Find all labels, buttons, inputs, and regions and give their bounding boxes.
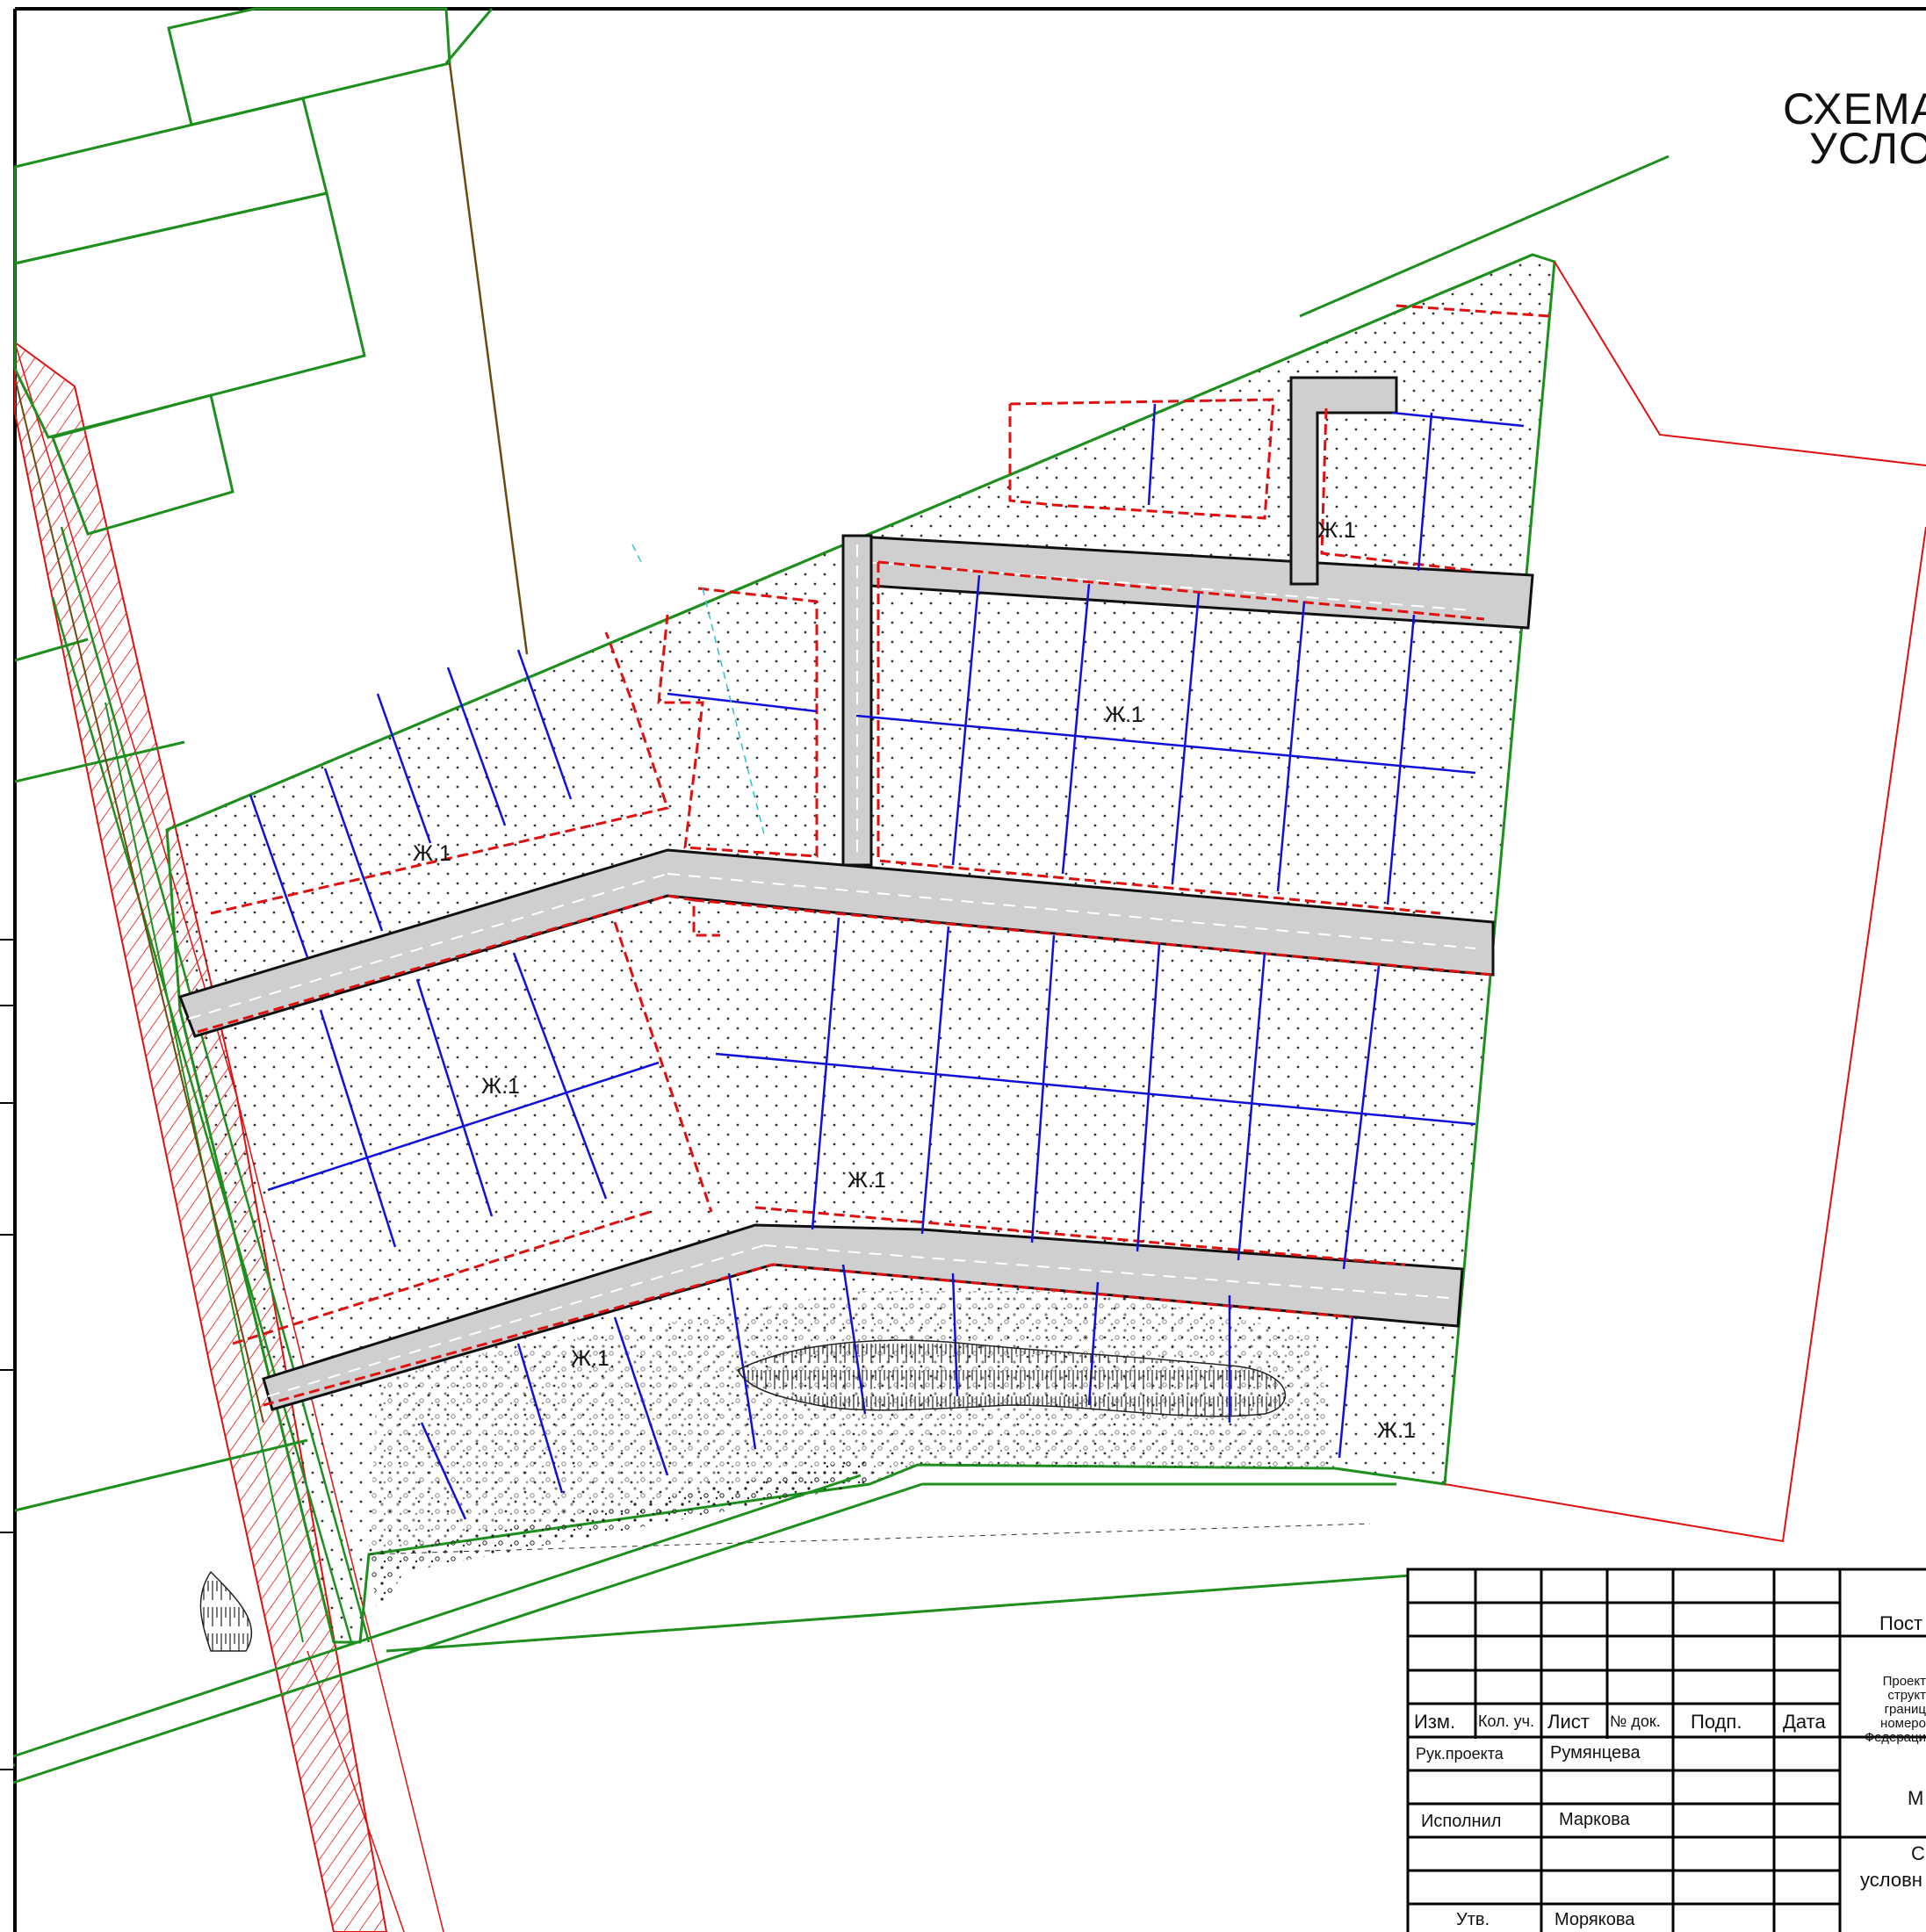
stamp-description-line: номеро <box>1880 1716 1926 1731</box>
stamp-description-line: структ <box>1887 1688 1926 1703</box>
red-building-lines <box>197 304 1551 1407</box>
zone-labels: Ж.1 Ж.1 Ж.1 Ж.1 Ж.1 Ж.1 Ж.1 <box>413 518 1416 1443</box>
signer-name: Морякова <box>1555 1910 1635 1929</box>
stamp-sheet-title: С <box>1911 1842 1925 1864</box>
zone-label: Ж.1 <box>1317 518 1356 543</box>
zone-label: Ж.1 <box>571 1346 610 1371</box>
utility-lines <box>631 544 765 835</box>
stamp-sheet-title: условн <box>1860 1869 1922 1891</box>
zone-label: Ж.1 <box>413 841 451 866</box>
stamp-description-line: границ <box>1884 1702 1926 1717</box>
stamp-sheet-label: М <box>1908 1787 1924 1809</box>
stamp-header-top: Пост <box>1879 1612 1923 1634</box>
stamp-description-line: Федераци <box>1864 1730 1926 1745</box>
right-red-boundary <box>1444 261 1926 1543</box>
drawing-title-line-2: УСЛО <box>1809 124 1926 173</box>
zone-label: Ж.1 <box>848 1168 886 1193</box>
zone-label: Ж.1 <box>481 1074 520 1099</box>
roads <box>178 376 1534 1411</box>
stamp-column-header: Кол. уч. <box>1478 1712 1534 1730</box>
stamp-description-line: Проект <box>1882 1674 1926 1689</box>
stamp-column-header: Дата <box>1783 1711 1826 1733</box>
existing-buildings <box>13 7 529 783</box>
signer-role: Рук.проекта <box>1416 1745 1504 1763</box>
drawing-title-line-1: СХЕМА <box>1783 84 1926 133</box>
stamp-column-header: Изм. <box>1414 1711 1456 1733</box>
signer-name: Маркова <box>1559 1810 1630 1829</box>
stamp-description: Проект структ границ номеро Федераци <box>1844 1675 1926 1745</box>
title-block-grid <box>1406 1568 1926 1932</box>
signer-role: Утв. <box>1456 1910 1490 1929</box>
signer-role: Исполнил <box>1421 1812 1502 1831</box>
stamp-column-header: Подп. <box>1691 1711 1742 1733</box>
zone-label: Ж.1 <box>1377 1418 1416 1443</box>
signer-name: Румянцева <box>1550 1743 1641 1763</box>
zone-label: Ж.1 <box>1105 703 1143 727</box>
stamp-column-header: Лист <box>1547 1711 1590 1733</box>
stamp-column-header: № док. <box>1610 1712 1661 1730</box>
embankments <box>199 1339 1371 1652</box>
red-line-corridor <box>14 341 444 1932</box>
